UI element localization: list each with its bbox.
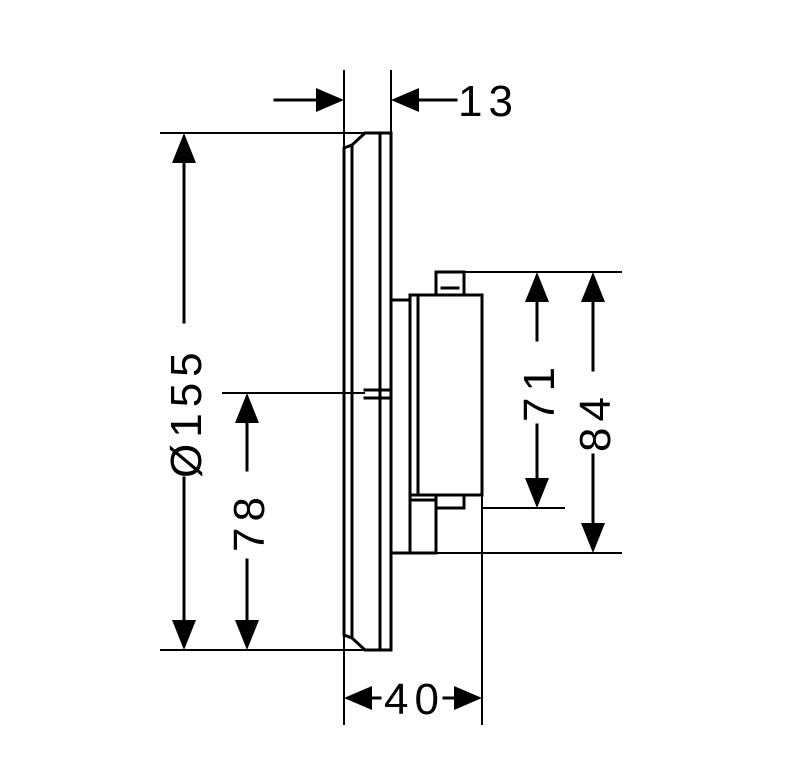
dimension-label-13: 13	[458, 77, 519, 126]
extension-lines	[160, 70, 622, 725]
arrow-up-icon	[235, 393, 259, 423]
dimension-13: 13	[273, 77, 519, 126]
arrow-right-icon	[454, 686, 482, 710]
dimension-diameter-155: Ø155	[162, 133, 211, 650]
arrow-down-icon	[235, 620, 259, 650]
arrow-up-icon	[172, 133, 196, 163]
dimension-label-78: 78	[225, 491, 274, 552]
dimension-71: 71	[515, 272, 564, 508]
cover-plate	[342, 131, 393, 652]
arrow-up-icon	[525, 272, 549, 302]
arrow-right-icon	[316, 88, 344, 112]
arrow-left-icon	[391, 88, 419, 112]
dimension-label-diameter-155: Ø155	[162, 346, 211, 478]
dimension-84: 84	[571, 272, 620, 553]
concealed-body	[389, 270, 484, 555]
dimension-label-84: 84	[571, 391, 620, 452]
dimension-label-40: 40	[384, 675, 445, 724]
dimension-label-71: 71	[515, 361, 564, 422]
arrow-left-icon	[344, 686, 372, 710]
arrow-down-icon	[581, 523, 605, 553]
arrow-down-icon	[525, 478, 549, 508]
arrow-down-icon	[172, 620, 196, 650]
arrow-up-icon	[581, 272, 605, 302]
dimension-40: 40	[344, 675, 482, 724]
dimension-78: 78	[225, 393, 274, 650]
